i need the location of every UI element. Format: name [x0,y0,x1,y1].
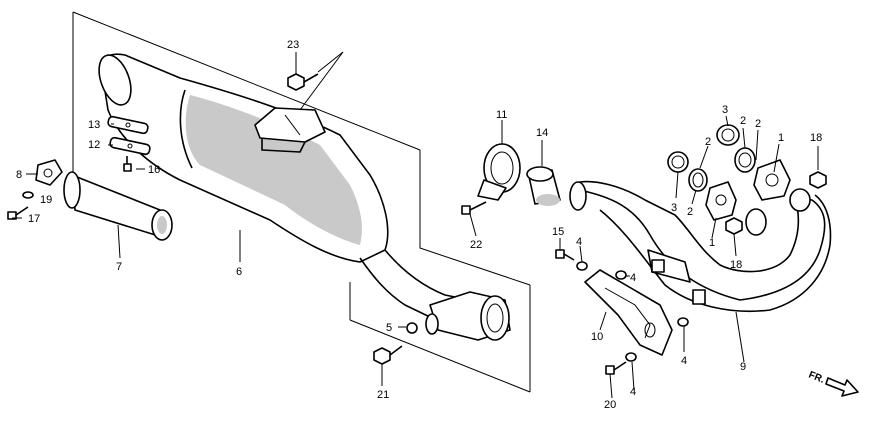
leader-23-b [299,51,344,111]
callout-2-d: 2 [687,206,693,218]
gasket-part-2-b [734,147,756,173]
collar-part-3-a [667,151,689,173]
callout-7: 7 [116,261,122,273]
nut-part-4-b [615,270,627,280]
callout-10: 10 [591,331,603,343]
leader-lines [12,52,819,399]
callout-23: 23 [287,39,299,51]
muffler-part-6 [98,53,511,341]
gasket-part-12 [109,136,151,156]
clamp-band-part-11 [477,143,521,201]
clamp-part-8 [35,159,63,186]
callout-4-d: 4 [630,386,636,398]
bolt-part-17 [7,206,29,220]
callout-20: 20 [604,399,616,411]
callout-4-b: 4 [630,272,636,284]
callout-labels: 1 1 2 2 2 2 3 3 4 4 4 4 5 6 7 8 9 10 11 … [16,39,822,411]
callout-19: 19 [40,194,52,206]
callout-22: 22 [470,239,482,251]
bolt-part-23 [287,73,319,91]
bolt-part-21 [373,345,403,365]
callout-2-a: 2 [705,136,711,148]
exhaust-pipe-part-9 [569,180,832,313]
callout-1-bottom: 1 [709,237,715,249]
callout-3-bottom: 3 [671,202,677,214]
washer-part-19 [22,191,34,199]
heat-shield-part-10 [584,269,673,356]
nut-part-4-a [576,261,588,271]
callout-6: 6 [236,266,242,278]
front-direction-marker: FR. [807,370,859,397]
callout-17: 17 [28,213,40,225]
callout-16: 16 [148,164,160,176]
nut-part-4-c [677,317,689,327]
callout-8: 8 [16,169,22,181]
callout-13: 13 [88,119,100,131]
bolt-part-22 [461,201,487,215]
callout-4-a: 4 [576,236,582,248]
callout-11: 11 [496,109,507,121]
callout-18-bottom: 18 [730,259,742,271]
collar-part-3-b [716,124,740,146]
screw-part-16 [123,156,132,172]
callout-18-top: 18 [810,132,822,144]
callout-3-top: 3 [722,104,728,116]
nut-part-18-b [725,217,743,235]
joint-gasket-part-14 [526,166,561,206]
callout-14: 14 [536,127,548,139]
tail-pipe-part-7 [63,171,173,241]
fr-arrow-icon [825,377,859,397]
bolt-part-20 [605,361,627,375]
gasket-part-13 [107,115,149,135]
muffler-assembly-frame [72,11,531,393]
callout-15: 15 [552,226,564,238]
fr-label: FR. [807,370,826,386]
muffler-bracket [254,107,326,153]
callout-21: 21 [377,389,389,401]
nut-part-18-a [809,171,827,189]
callout-2-c: 2 [755,118,761,130]
flange-part-1-right [753,159,791,201]
callout-12: 12 [88,139,100,151]
callout-4-c: 4 [681,355,687,367]
callout-1-top: 1 [778,132,784,144]
bolt-part-15 [555,249,575,261]
flange-part-1-left [705,181,737,221]
leader-23-a [317,51,344,73]
callout-2-b: 2 [740,115,746,127]
nut-part-4-d [625,352,637,362]
callout-9: 9 [740,361,746,373]
gasket-part-2-a [688,168,708,192]
callout-5: 5 [386,322,392,334]
washer-part-5 [406,322,418,334]
